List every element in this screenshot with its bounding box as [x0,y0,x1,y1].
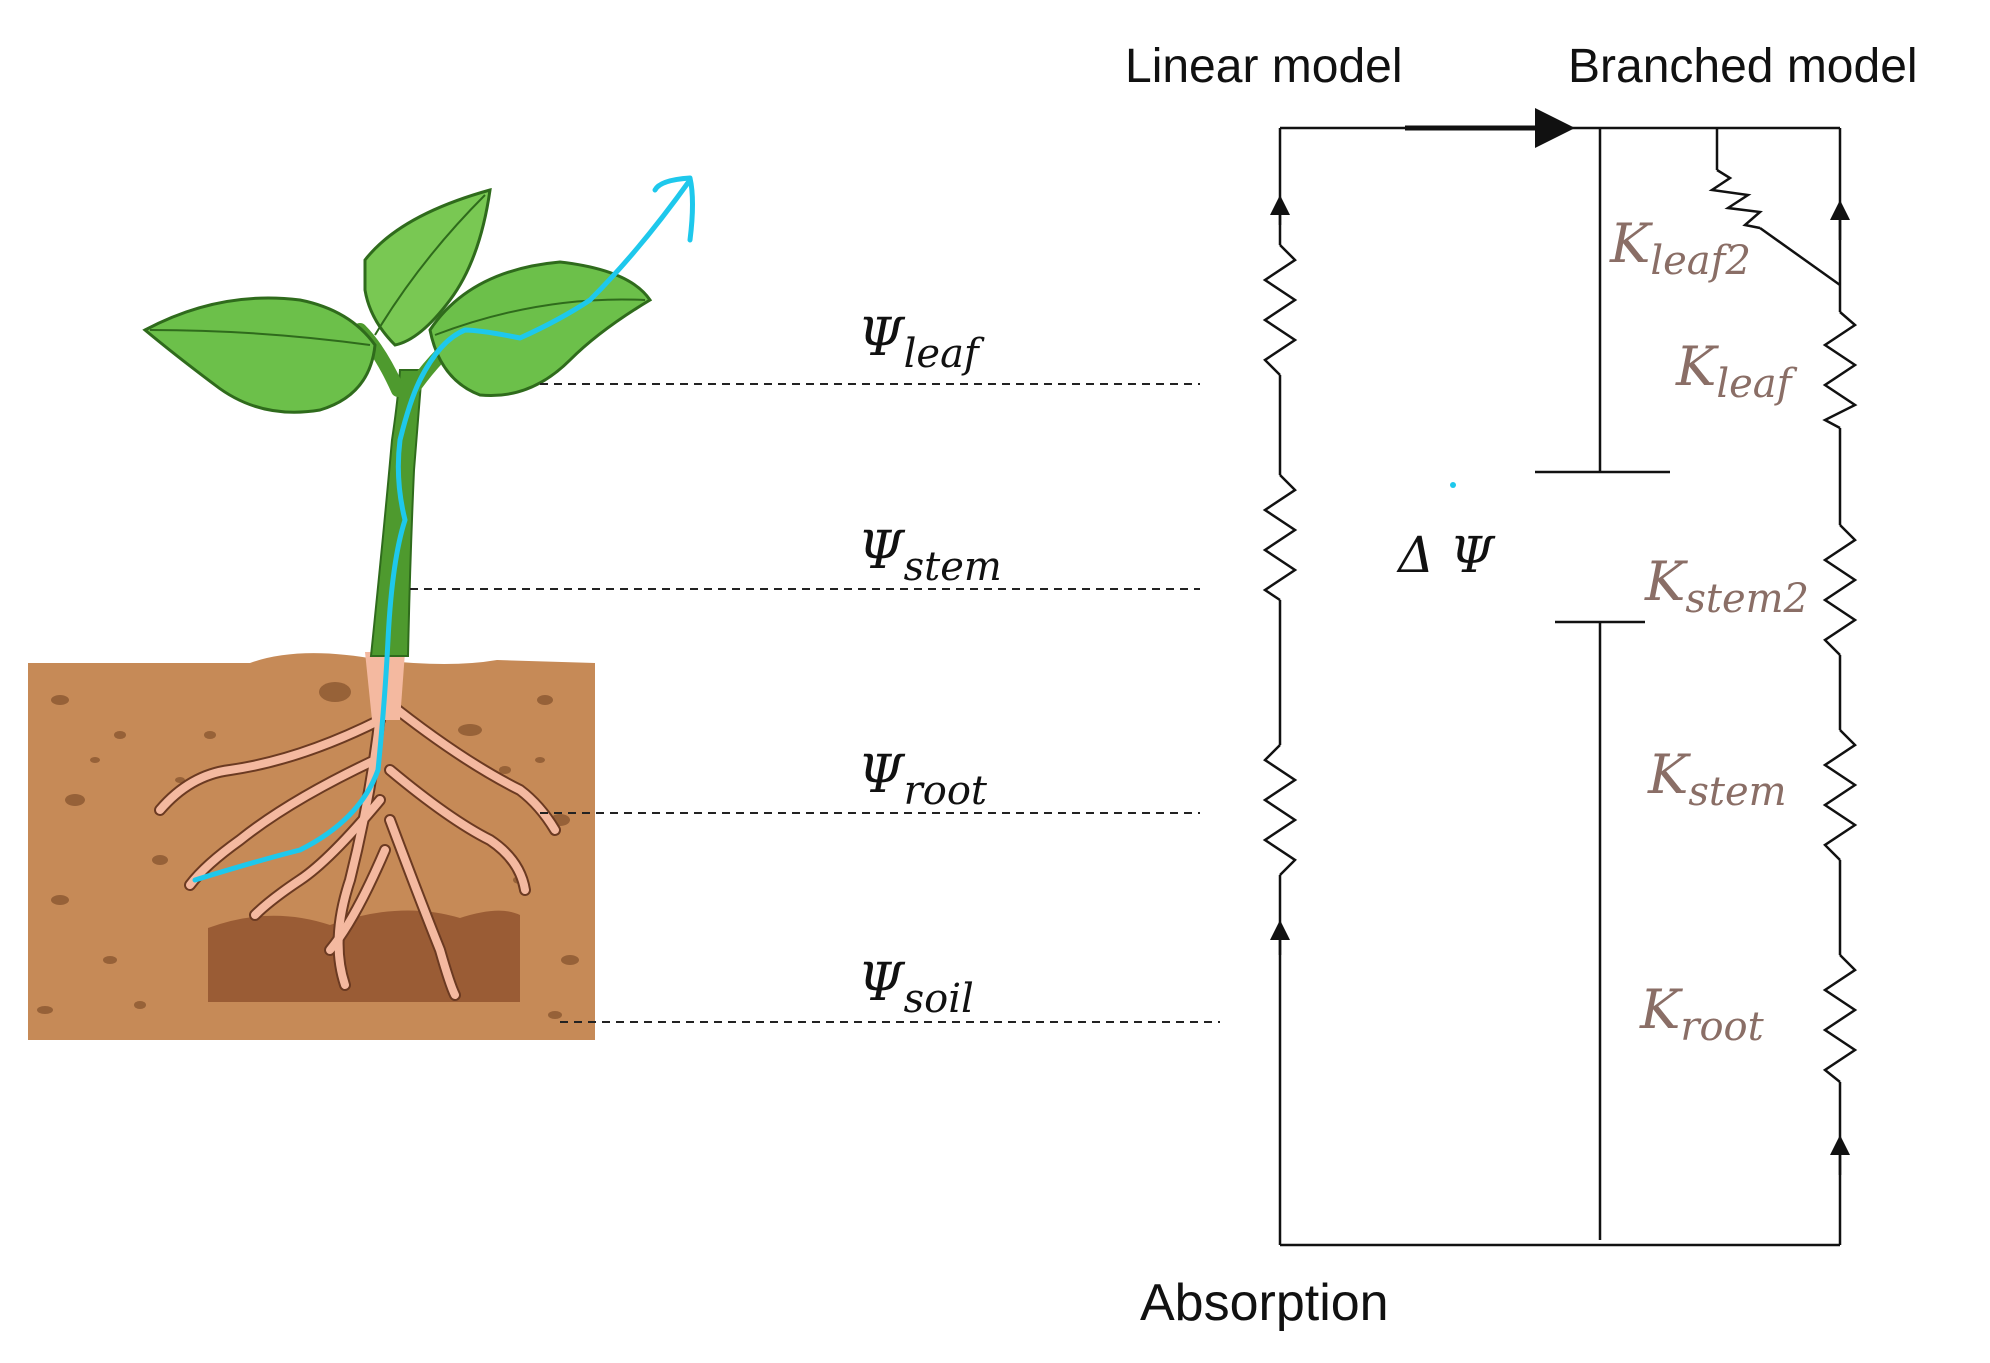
linear-model-title: Linear model [1125,40,1403,93]
potential-labels: Ψleaf Ψstem Ψroot Ψsoil [410,308,1220,1023]
psi-soil-label: Ψsoil [858,953,974,1022]
roots [154,644,561,1001]
k-leaf2-label: Kleaf2 [1609,212,1751,284]
battery [1535,128,1670,1240]
delta-psi-label: Δ Ψ [1396,526,1496,584]
linear-branch [1262,128,1298,1245]
psi-root-label: Ψroot [858,745,988,814]
psi-leaf-label: Ψleaf [858,308,985,377]
leaf-top [363,187,492,347]
plant-illustration [28,175,695,1040]
branched-resistor-leaf2 [1708,168,1763,230]
branched-resistor-leaf [1822,311,1858,430]
k-root-label: Kroot [1639,978,1765,1050]
marker-dot [1450,482,1456,488]
branched-resistor-root [1822,954,1858,1083]
branched-branch [1708,128,1858,1245]
absorption-label: Absorption [1140,1274,1389,1332]
psi-stem-label: Ψstem [858,521,1002,590]
branched-resistor-stem [1822,729,1858,861]
circuit-labels: Linear model Branched model Absorption Δ… [1125,40,1918,1332]
k-stem2-label: Kstem2 [1644,550,1809,622]
water-flow-path [192,175,695,883]
circuit [1262,108,1858,1247]
branched-model-title: Branched model [1568,40,1918,93]
linear-resistor-stem [1262,474,1298,602]
k-stem-label: Kstem [1647,743,1787,815]
soil-dark-patch [208,910,520,1002]
linear-resistor-leaf [1262,244,1298,376]
k-leaf-label: Kleaf [1675,335,1798,407]
linear-resistor-root [1262,744,1298,876]
leaf-left [142,296,377,414]
branched-resistor-stem2 [1822,524,1858,656]
